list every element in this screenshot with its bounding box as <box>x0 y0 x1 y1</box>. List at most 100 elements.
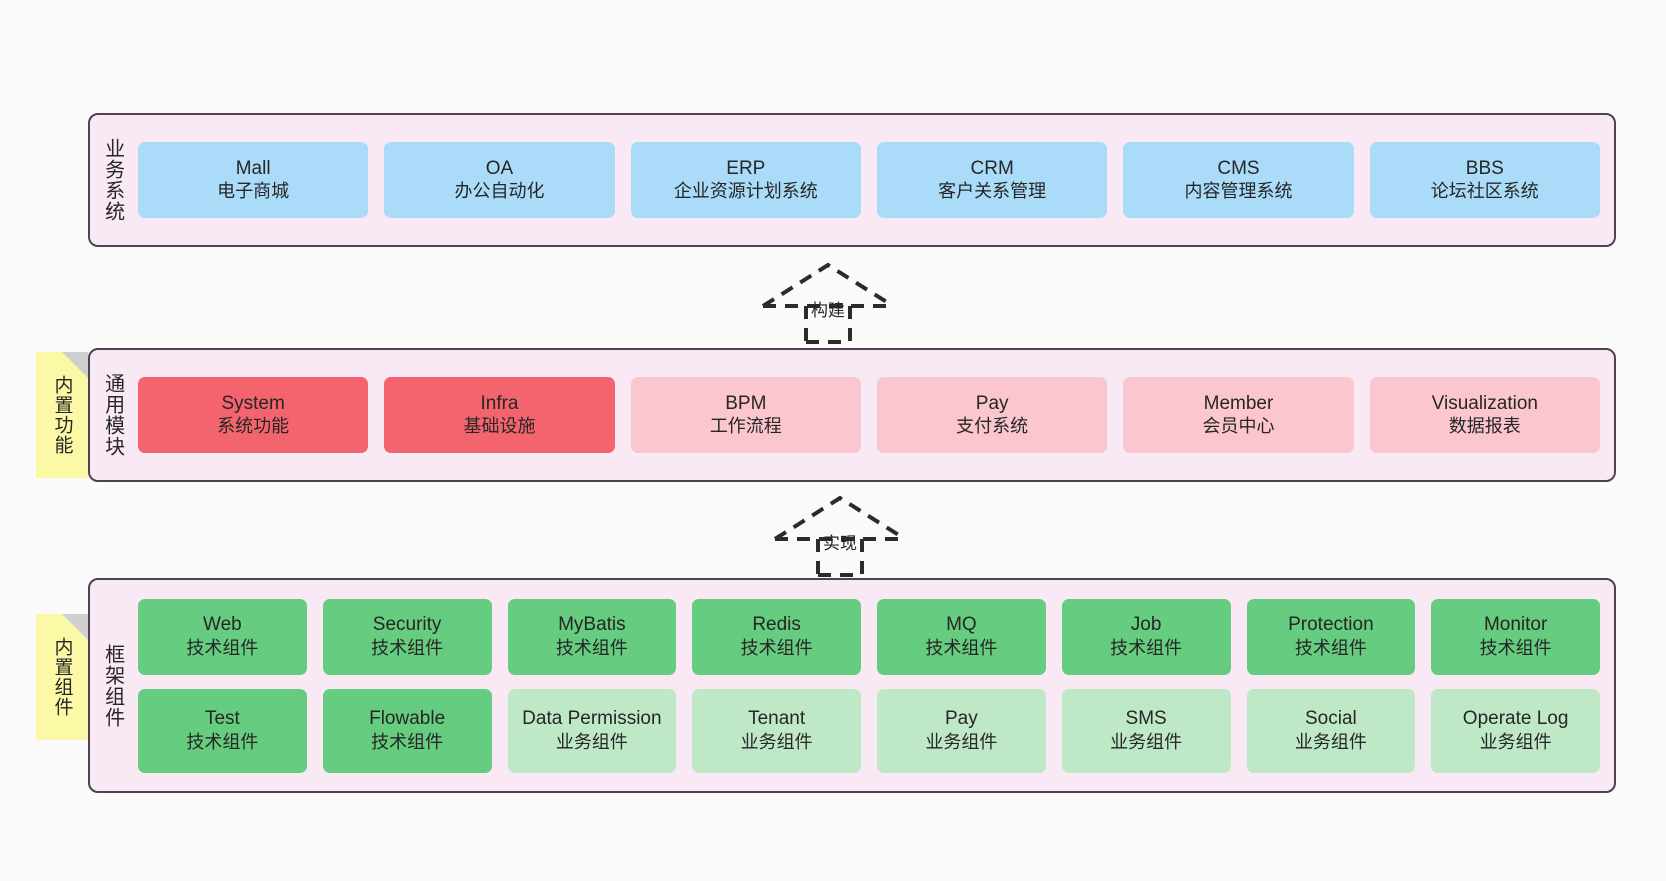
card-title: Tenant <box>748 708 806 730</box>
card-subtitle: 办公自动化 <box>454 181 545 202</box>
card-title: Security <box>372 614 442 636</box>
card-title: Member <box>1203 392 1274 414</box>
card-subtitle: 数据报表 <box>1448 416 1521 437</box>
card-mq[interactable]: MQ 技术组件 <box>877 598 1046 675</box>
card-operate-log[interactable]: Operate Log 业务组件 <box>1431 688 1600 773</box>
card-subtitle: 技术组件 <box>186 731 259 752</box>
card-test[interactable]: Test 技术组件 <box>138 688 307 773</box>
card-subtitle: 技术组件 <box>371 731 444 752</box>
layer-body-business-systems: Mall 电子商城 OA 办公自动化 ERP 企业资源计划系统 CRM 客户关系… <box>134 115 1614 245</box>
card-subtitle: 客户关系管理 <box>938 181 1047 202</box>
card-tenant[interactable]: Tenant 业务组件 <box>692 688 861 773</box>
layer-title-business-systems: 业务系统 <box>101 138 124 222</box>
layer-body-framework-components: Web 技术组件 Security 技术组件 MyBatis 技术组件 Redi… <box>134 580 1614 791</box>
card-data-permission[interactable]: Data Permission 业务组件 <box>507 688 677 773</box>
layer-title-framework-components: 框架组件 <box>101 643 124 728</box>
note-label: 内置组件 <box>51 637 73 717</box>
layer-body-common-modules: System 系统功能 Infra 基础设施 BPM 工作流程 Pay 支付系统… <box>134 350 1614 480</box>
card-title: ERP <box>726 157 766 179</box>
card-bbs[interactable]: BBS 论坛社区系统 <box>1369 142 1600 218</box>
card-title: MQ <box>946 614 977 636</box>
card-subtitle: 业务组件 <box>740 731 813 752</box>
connector-implement-label: 实现 <box>823 534 857 553</box>
card-title: Web <box>203 614 242 636</box>
layer-business-systems: 业务系统 Mall 电子商城 OA 办公自动化 ERP 企业资源计划系统 CRM… <box>88 113 1616 247</box>
card-title: Protection <box>1288 614 1374 636</box>
card-subtitle: 系统功能 <box>217 416 290 437</box>
card-title: SMS <box>1125 708 1167 730</box>
card-title: MyBatis <box>558 614 626 636</box>
card-subtitle: 企业资源计划系统 <box>673 181 818 202</box>
note-builtin-components: 内置组件 <box>36 614 88 740</box>
card-subtitle: 技术组件 <box>1110 637 1183 658</box>
card-oa[interactable]: OA 办公自动化 <box>384 142 615 218</box>
card-social[interactable]: Social 业务组件 <box>1246 688 1416 773</box>
card-title: Operate Log <box>1462 708 1569 730</box>
card-title: Infra <box>480 392 519 414</box>
card-title: Data Permission <box>522 708 662 730</box>
card-system[interactable]: System 系统功能 <box>138 377 369 453</box>
card-subtitle: 业务组件 <box>1294 731 1367 752</box>
card-job[interactable]: Job 技术组件 <box>1061 598 1231 675</box>
card-title: Monitor <box>1483 614 1548 636</box>
card-protection[interactable]: Protection 技术组件 <box>1246 598 1416 675</box>
card-sms[interactable]: SMS 业务组件 <box>1061 688 1231 773</box>
card-title: Flowable <box>369 708 446 730</box>
card-subtitle: 技术组件 <box>371 637 444 658</box>
note-label: 内置功能 <box>51 375 73 455</box>
card-subtitle: 会员中心 <box>1202 416 1275 437</box>
card-mybatis[interactable]: MyBatis 技术组件 <box>507 598 677 675</box>
card-member[interactable]: Member 会员中心 <box>1123 377 1354 453</box>
card-crm[interactable]: CRM 客户关系管理 <box>876 142 1108 218</box>
layer-title-common-modules: 通用模块 <box>101 373 124 457</box>
card-subtitle: 业务组件 <box>555 731 628 752</box>
card-pay[interactable]: Pay 支付系统 <box>876 377 1108 453</box>
card-subtitle: 技术组件 <box>555 637 628 658</box>
card-row: Web 技术组件 Security 技术组件 MyBatis 技术组件 Redi… <box>138 598 1600 675</box>
card-subtitle: 基础设施 <box>463 416 536 437</box>
card-title: Job <box>1130 614 1162 636</box>
card-title: Social <box>1305 708 1357 730</box>
card-title: BPM <box>725 392 767 414</box>
card-title: Visualization <box>1431 392 1538 414</box>
card-title: CRM <box>970 157 1014 179</box>
card-subtitle: 支付系统 <box>956 416 1029 437</box>
card-subtitle: 电子商城 <box>217 181 290 202</box>
card-subtitle: 内容管理系统 <box>1184 181 1293 202</box>
layer-framework-components: 框架组件 Web 技术组件 Security 技术组件 MyBatis 技术组件… <box>88 578 1616 793</box>
card-subtitle: 论坛社区系统 <box>1430 181 1539 202</box>
card-title: OA <box>485 157 514 179</box>
card-subtitle: 业务组件 <box>1479 731 1552 752</box>
card-subtitle: 业务组件 <box>1110 731 1183 752</box>
card-infra[interactable]: Infra 基础设施 <box>384 377 615 453</box>
card-row: System 系统功能 Infra 基础设施 BPM 工作流程 Pay 支付系统… <box>138 377 1600 453</box>
card-title: Test <box>204 708 240 730</box>
card-redis[interactable]: Redis 技术组件 <box>692 598 861 675</box>
card-row: Mall 电子商城 OA 办公自动化 ERP 企业资源计划系统 CRM 客户关系… <box>138 142 1600 218</box>
card-cms[interactable]: CMS 内容管理系统 <box>1123 142 1354 218</box>
card-subtitle: 工作流程 <box>709 416 782 437</box>
connector-build-label: 构建 <box>811 301 845 320</box>
card-mall[interactable]: Mall 电子商城 <box>138 142 369 218</box>
card-subtitle: 技术组件 <box>925 637 998 658</box>
connector-build: 构建 <box>758 262 898 344</box>
card-subtitle: 技术组件 <box>1479 637 1552 658</box>
card-bpm[interactable]: BPM 工作流程 <box>630 377 861 453</box>
card-security[interactable]: Security 技术组件 <box>322 598 492 675</box>
card-flowable[interactable]: Flowable 技术组件 <box>322 688 492 773</box>
card-subtitle: 业务组件 <box>925 731 998 752</box>
layer-common-modules: 通用模块 System 系统功能 Infra 基础设施 BPM 工作流程 Pay… <box>88 348 1616 482</box>
card-monitor[interactable]: Monitor 技术组件 <box>1431 598 1600 675</box>
connector-implement: 实现 <box>770 495 910 577</box>
card-title: CMS <box>1217 157 1260 179</box>
card-title: System <box>221 392 285 414</box>
card-pay-business[interactable]: Pay 业务组件 <box>877 688 1046 773</box>
card-row: Test 技术组件 Flowable 技术组件 Data Permission … <box>138 688 1600 773</box>
card-subtitle: 技术组件 <box>186 637 259 658</box>
card-title: Pay <box>975 392 1009 414</box>
card-erp[interactable]: ERP 企业资源计划系统 <box>630 142 861 218</box>
card-visualization[interactable]: Visualization 数据报表 <box>1369 377 1600 453</box>
card-title: Redis <box>752 614 801 636</box>
card-web[interactable]: Web 技术组件 <box>138 598 307 675</box>
